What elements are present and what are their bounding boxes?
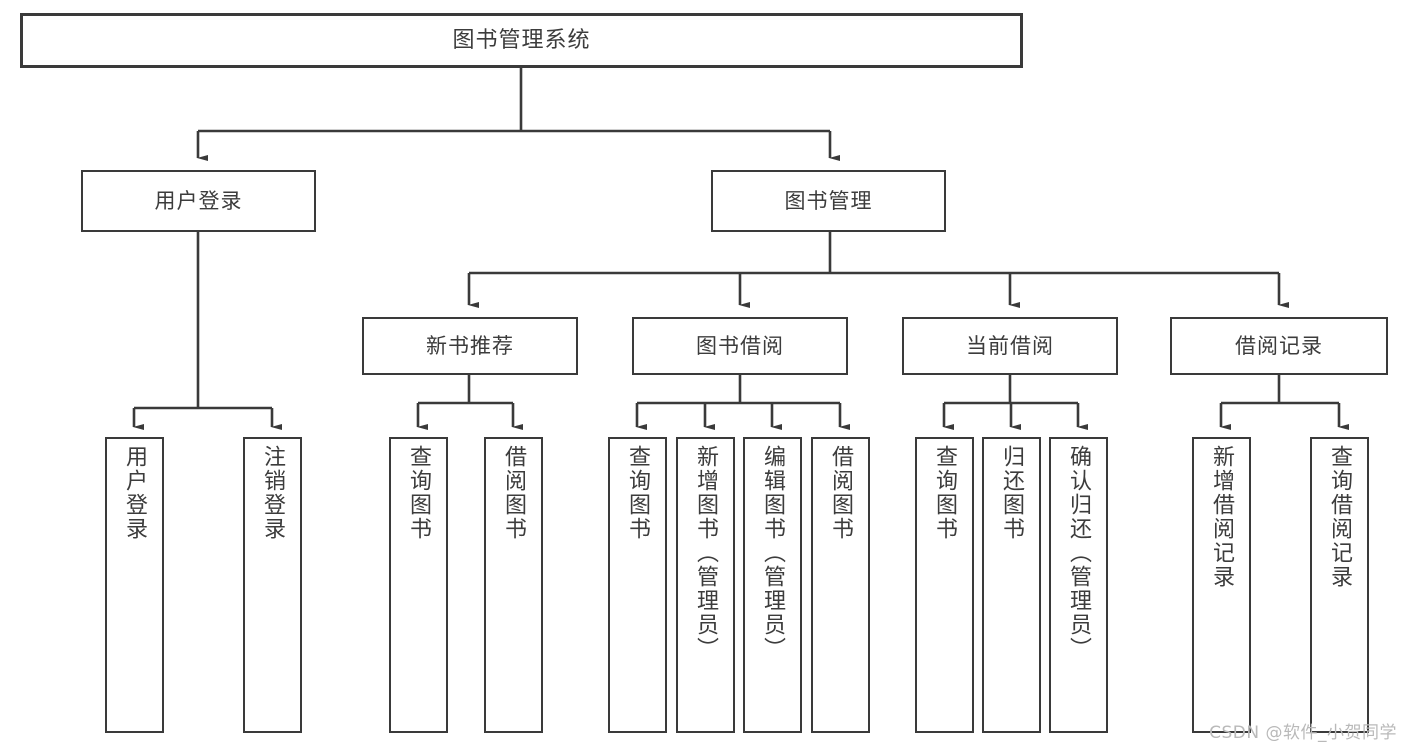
node-label: 查询图书 [625, 445, 651, 541]
leaf-borrow-borrow-book[interactable]: 借阅图书 [811, 437, 870, 733]
leaf-new-book-borrow[interactable]: 借阅图书 [484, 437, 543, 733]
leaf-user-login-signin[interactable]: 用户登录 [105, 437, 164, 733]
node-label: 借阅图书 [828, 445, 854, 541]
node-label: 用户登录 [122, 445, 148, 541]
node-label: 查询图书 [932, 445, 958, 541]
node-label: 当前借阅 [966, 333, 1054, 358]
leaf-borrow-query-book[interactable]: 查询图书 [608, 437, 667, 733]
node-book-borrow[interactable]: 图书借阅 [632, 317, 848, 375]
leaf-new-book-query[interactable]: 查询图书 [389, 437, 448, 733]
watermark: CSDN @软件_小贺同学 [1209, 723, 1397, 743]
leaf-record-query[interactable]: 查询借阅记录 [1310, 437, 1369, 733]
node-label: 图书管理 [784, 188, 873, 213]
leaf-borrow-add-book-admin[interactable]: 新增图书（管理员） [676, 437, 735, 733]
node-label: 新增图书（管理员） [693, 445, 719, 661]
node-label: 新增借阅记录 [1209, 445, 1235, 589]
leaf-current-confirm-return-admin[interactable]: 确认归还（管理员） [1049, 437, 1108, 733]
node-label: 图书管理系统 [452, 27, 591, 53]
node-label: 新书推荐 [426, 333, 514, 358]
leaf-user-login-signout[interactable]: 注销登录 [243, 437, 302, 733]
node-label: 用户登录 [154, 188, 243, 213]
node-root-system[interactable]: 图书管理系统 [20, 13, 1023, 68]
node-label: 借阅记录 [1235, 333, 1323, 358]
node-user-login[interactable]: 用户登录 [81, 170, 316, 232]
node-label: 注销登录 [260, 445, 286, 541]
leaf-borrow-edit-book-admin[interactable]: 编辑图书（管理员） [743, 437, 802, 733]
node-current-borrow[interactable]: 当前借阅 [902, 317, 1118, 375]
node-label: 查询借阅记录 [1327, 445, 1353, 589]
node-book-management[interactable]: 图书管理 [711, 170, 946, 232]
leaf-current-query-book[interactable]: 查询图书 [915, 437, 974, 733]
node-label: 归还图书 [999, 445, 1025, 541]
node-label: 查询图书 [406, 445, 432, 541]
node-label: 图书借阅 [696, 333, 784, 358]
leaf-record-add[interactable]: 新增借阅记录 [1192, 437, 1251, 733]
leaf-current-return-book[interactable]: 归还图书 [982, 437, 1041, 733]
node-label: 编辑图书（管理员） [760, 445, 786, 661]
node-new-book-recommend[interactable]: 新书推荐 [362, 317, 578, 375]
node-borrow-record[interactable]: 借阅记录 [1170, 317, 1388, 375]
node-label: 借阅图书 [501, 445, 527, 541]
node-label: 确认归还（管理员） [1066, 445, 1092, 661]
